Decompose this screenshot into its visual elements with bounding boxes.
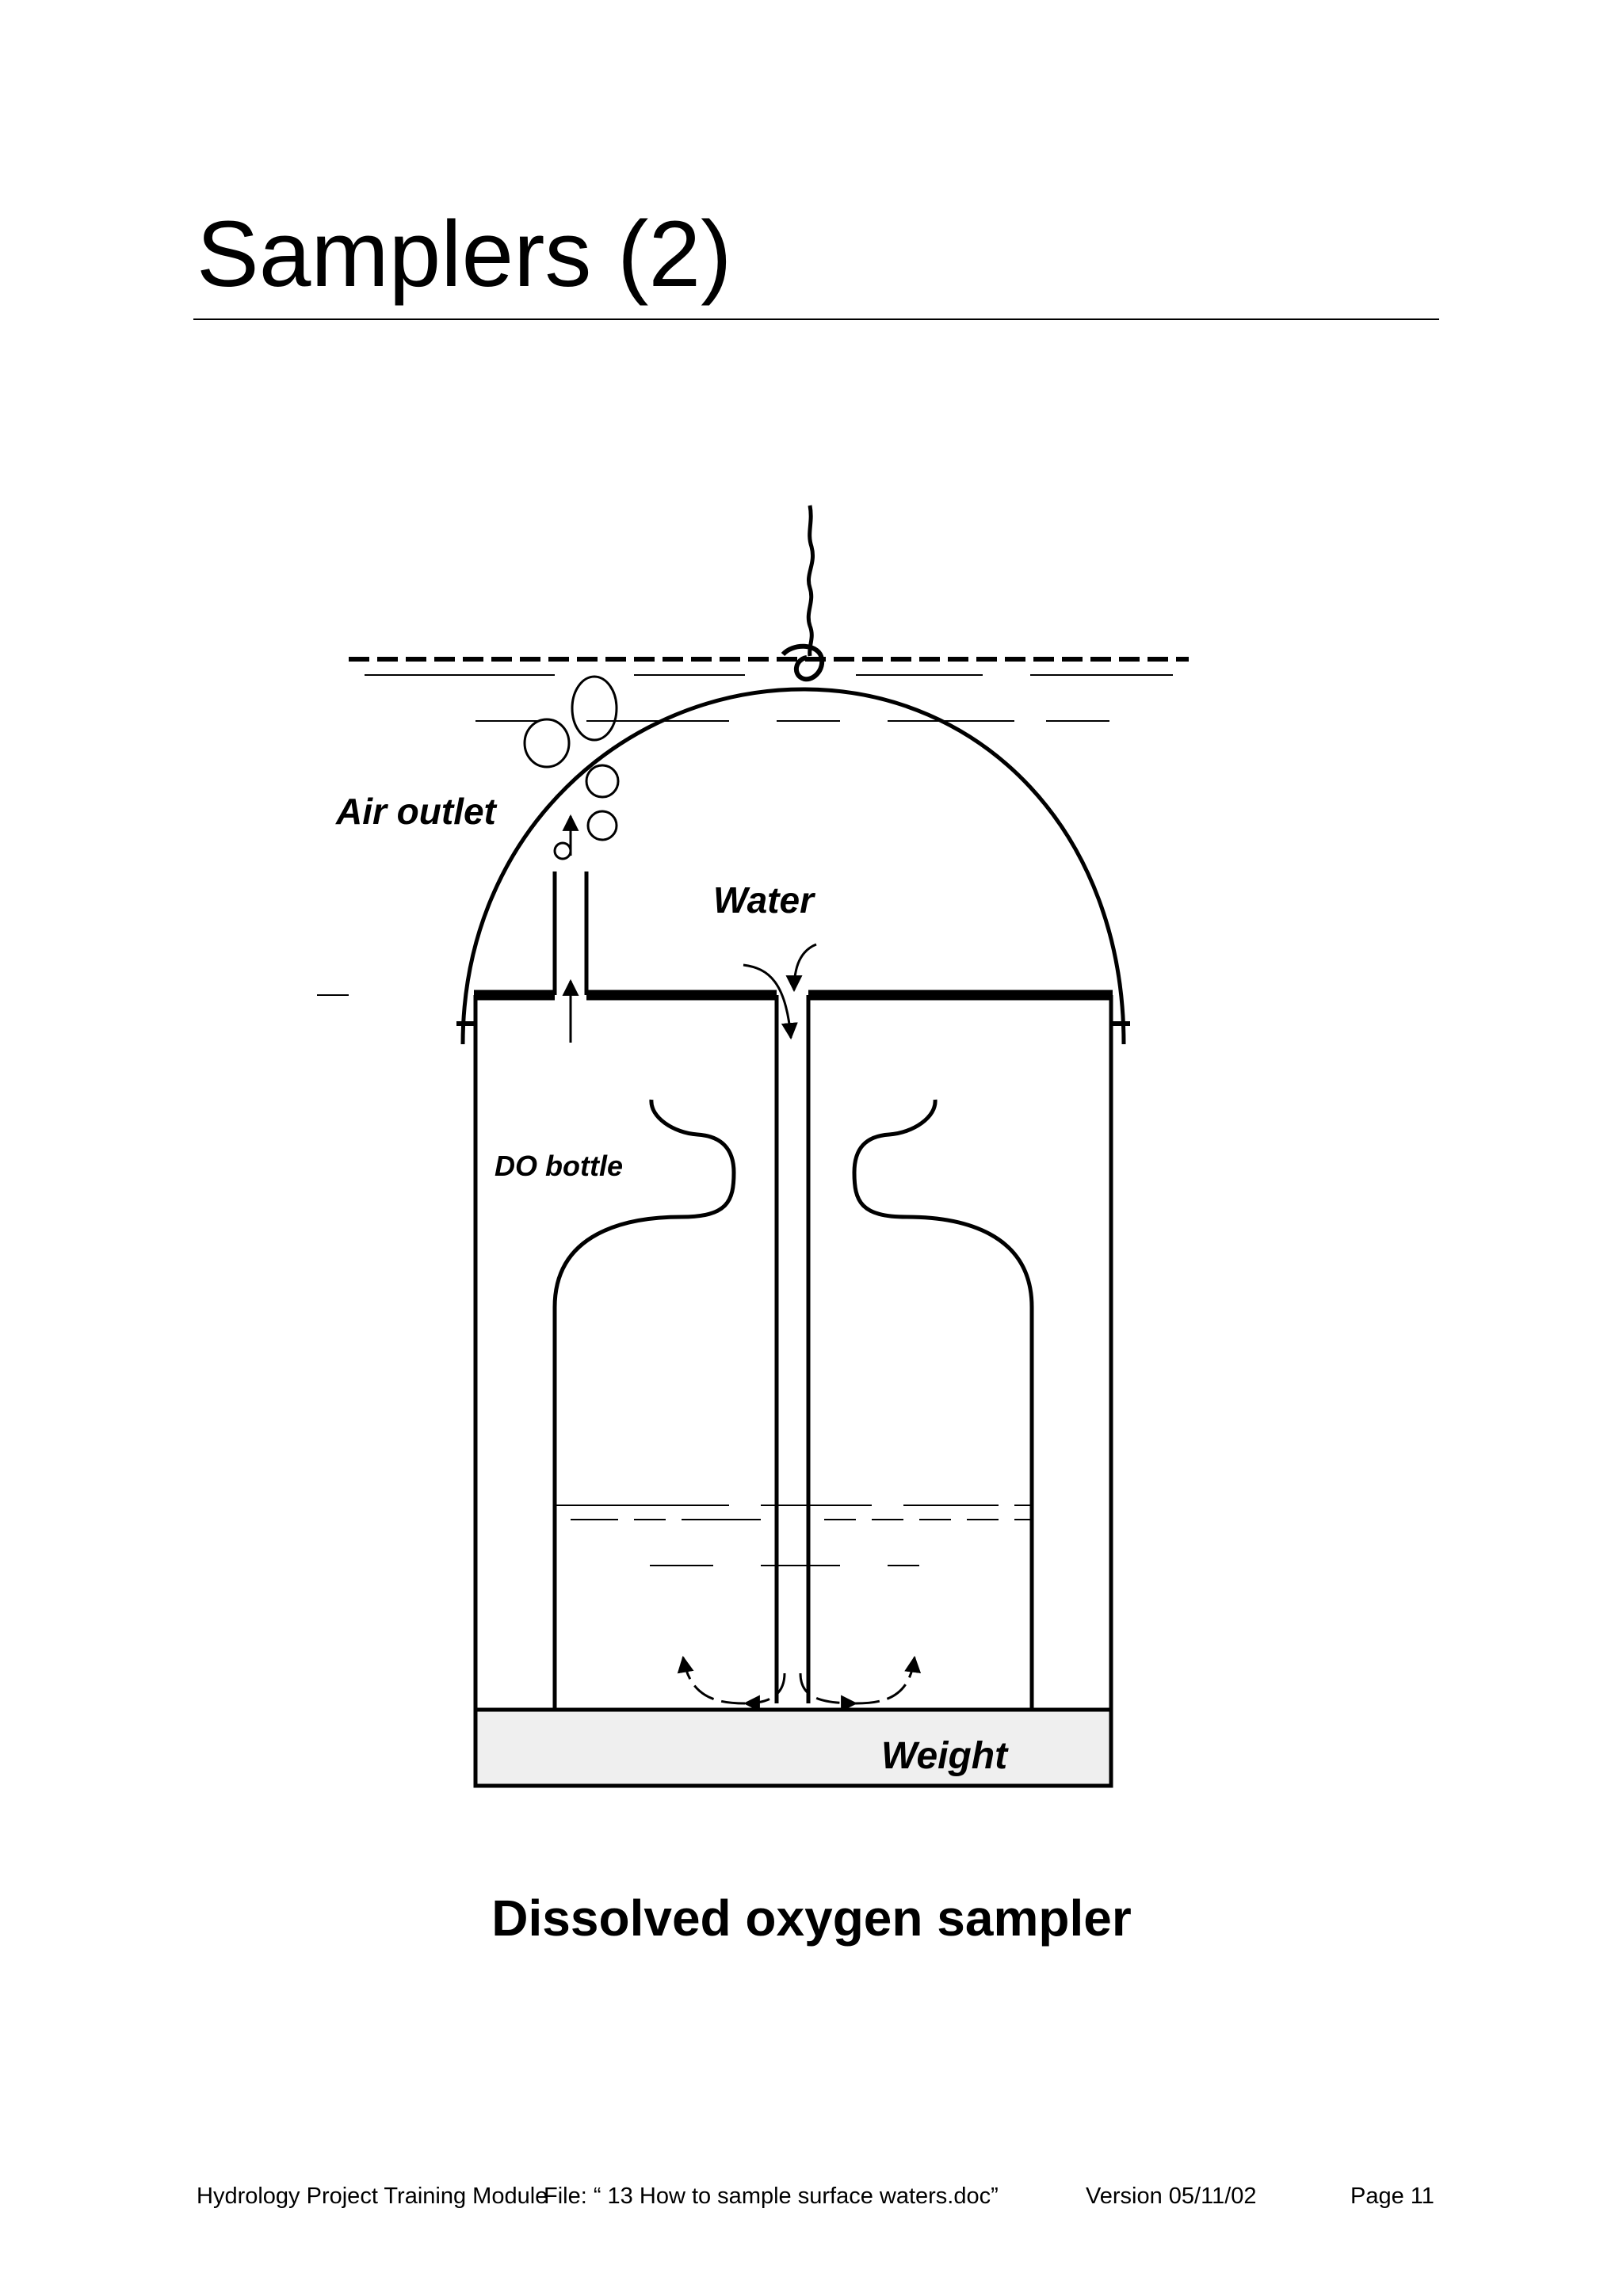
footer-version: Version 05/11/02 <box>1086 2183 1257 2209</box>
weight-block <box>473 1707 1113 1788</box>
rope <box>806 505 815 657</box>
water-inlet-tube <box>774 995 811 1703</box>
sampler-dome <box>460 687 1126 1045</box>
bottle-water-level <box>555 1505 1030 1566</box>
weight-label: Weight <box>881 1735 1009 1777</box>
do-bottle-left-wall <box>552 1099 736 1710</box>
title-divider <box>193 318 1439 320</box>
footer-file: File: “ 13 How to sample surface waters.… <box>544 2183 999 2209</box>
surface-ripples <box>317 674 1173 996</box>
footer-page-number: Page 11 <box>1350 2183 1434 2209</box>
figure-caption: Dissolved oxygen sampler <box>491 1890 1132 1947</box>
bottom-flow-arrows <box>677 1655 922 1712</box>
do-bottle-label: DO bottle <box>495 1150 623 1182</box>
page-title: Samplers (2) <box>197 202 732 307</box>
water-label: Water <box>713 879 815 921</box>
water-flow-arrow-right <box>785 943 817 993</box>
air-outlet-tube <box>552 871 589 995</box>
sampler-body <box>473 995 1113 1710</box>
water-flow-arrow-left <box>743 963 798 1040</box>
do-bottle-right-wall <box>852 1099 1034 1710</box>
footer-module: Hydrology Project Training Module <box>197 2183 548 2209</box>
air-outlet-label: Air outlet <box>335 791 498 832</box>
rope-knot <box>781 643 825 682</box>
